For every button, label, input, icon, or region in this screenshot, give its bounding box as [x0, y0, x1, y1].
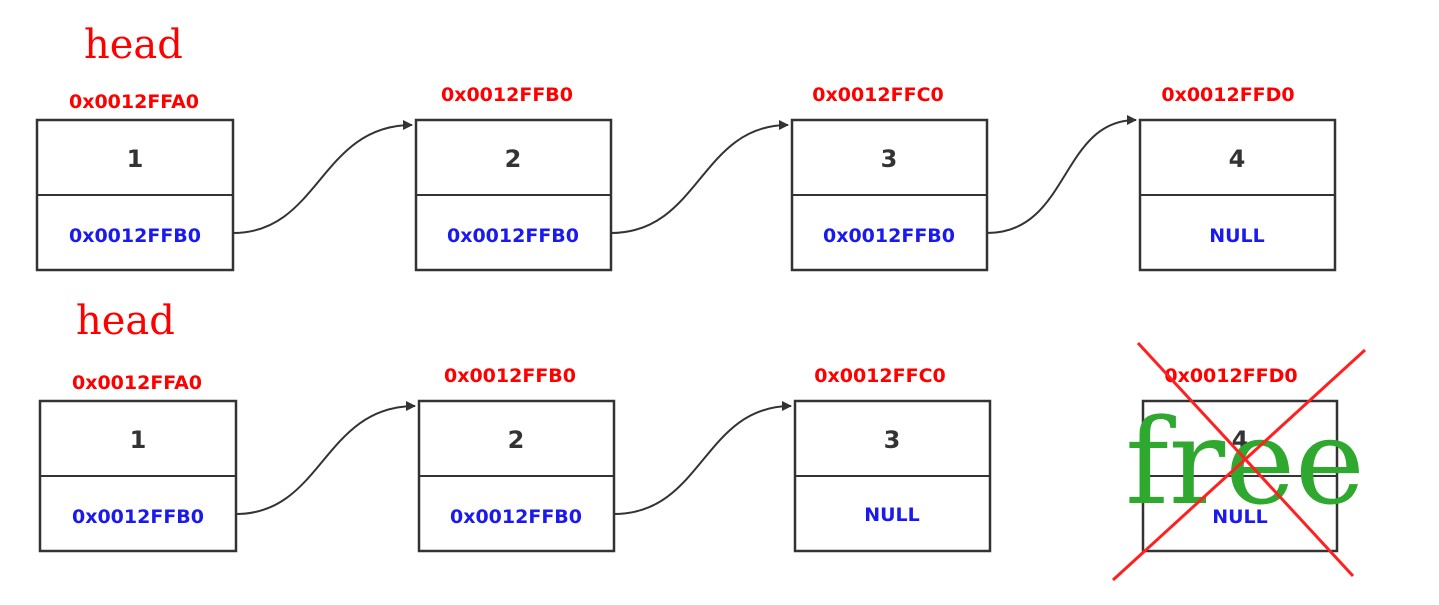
node-value: 4 — [1229, 145, 1246, 173]
row-2: head 0x0012FFA0 1 0x0012FFB0 0x0012FFB0 … — [38, 298, 1367, 582]
head-label: head — [76, 298, 175, 344]
node-address: 0x0012FFB0 — [444, 365, 576, 387]
node-value: 1 — [130, 426, 147, 454]
node-next-pointer: 0x0012FFB0 — [69, 225, 201, 247]
head-label: head — [84, 22, 183, 68]
node-next-pointer: NULL — [1209, 225, 1265, 247]
node-address: 0x0012FFD0 — [1161, 84, 1294, 106]
node: 0x0012FFB0 2 0x0012FFB0 — [414, 84, 613, 272]
node-value: 2 — [505, 145, 522, 173]
node-next-pointer: 0x0012FFB0 — [447, 225, 579, 247]
node-address: 0x0012FFB0 — [441, 84, 573, 106]
node: 0x0012FFA0 1 0x0012FFB0 — [38, 372, 238, 553]
node-value: 3 — [881, 145, 898, 173]
node: 0x0012FFC0 3 0x0012FFB0 — [790, 84, 989, 272]
node-value: 2 — [508, 426, 525, 454]
arrow-icon — [610, 120, 789, 234]
node-value: 1 — [127, 145, 144, 173]
node: 0x0012FFD0 4 NULL — [1138, 84, 1337, 272]
arrow-icon — [986, 115, 1137, 234]
cross-out-icon — [1111, 341, 1367, 582]
node-value: 3 — [884, 426, 901, 454]
node-address: 0x0012FFA0 — [69, 91, 199, 113]
node-address: 0x0012FFD0 — [1164, 365, 1297, 387]
node-next-pointer: 0x0012FFB0 — [450, 506, 582, 528]
node-next-pointer: 0x0012FFB0 — [72, 506, 204, 528]
node-next-pointer: NULL — [864, 504, 920, 526]
node-next-pointer: NULL — [1212, 506, 1268, 528]
node-next-pointer: 0x0012FFB0 — [823, 225, 955, 247]
free-label: free — [1125, 393, 1365, 531]
freed-node: 0x0012FFD0 4 NULL free — [1111, 341, 1367, 582]
node: 0x0012FFC0 3 NULL — [793, 365, 992, 553]
node-address: 0x0012FFC0 — [812, 84, 943, 106]
node: 0x0012FFA0 1 0x0012FFB0 — [35, 91, 235, 272]
arrow-icon — [232, 120, 413, 234]
arrow-icon — [235, 401, 416, 515]
node-address: 0x0012FFC0 — [814, 365, 945, 387]
node: 0x0012FFB0 2 0x0012FFB0 — [417, 365, 616, 553]
row-1: head 0x0012FFA0 1 0x0012FFB0 0x0012FFB0 … — [35, 22, 1337, 272]
arrow-icon — [613, 401, 792, 515]
node-address: 0x0012FFA0 — [72, 372, 202, 394]
